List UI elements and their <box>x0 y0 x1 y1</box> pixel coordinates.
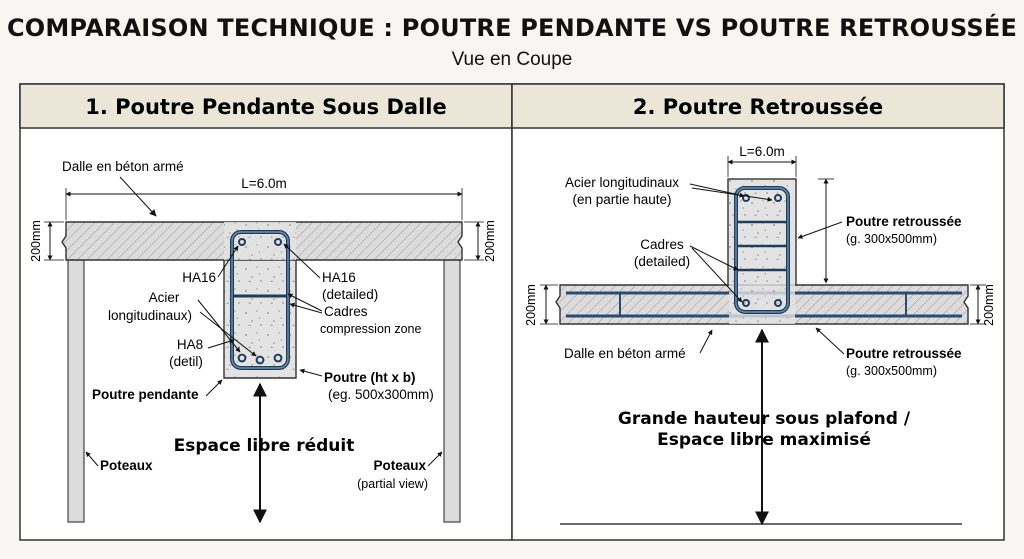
poutre-top-line1: Poutre retroussée <box>846 214 962 229</box>
grande-hauteur-line1: Grande hauteur sous plafond / <box>618 409 911 429</box>
left-column-right <box>443 259 461 523</box>
acier-left-leader-2 <box>199 311 257 357</box>
ha16-left-leader <box>217 245 239 278</box>
right-dimensions: L=6.0m 200mm 200mm <box>524 144 996 326</box>
poutre-bottom-line1: Poutre retroussée <box>846 346 962 361</box>
right-slab-leader <box>699 329 713 354</box>
left-dim-label-right: 200mm <box>483 220 497 262</box>
poteaux-right-leader <box>427 451 443 467</box>
cadres-right-leader-2 <box>691 247 743 303</box>
espace-libre-label: Espace libre réduit <box>174 436 355 456</box>
cadres-right-line1: Cadres <box>640 237 684 252</box>
dropped-beam <box>223 259 297 379</box>
ha16-right-line2: (detailed) <box>322 287 378 302</box>
poutre-dim-line2: (eg. 500x300mm) <box>328 387 434 402</box>
left-dimensions: L=6.0m 200mm 200mm <box>29 176 497 262</box>
ha8-line2: (detil) <box>169 354 203 369</box>
rebar-top-right <box>274 238 282 246</box>
retroussee-rebar-top-left <box>742 194 750 202</box>
left-span-label: L=6.0m <box>241 176 286 191</box>
acier-right-leader-2 <box>691 187 773 202</box>
grande-hauteur-line2: Espace libre maximisé <box>657 430 871 450</box>
left-slab-label: Dalle en béton armé <box>62 159 184 174</box>
retroussee-stirrup-highlight <box>735 187 789 313</box>
left-dim-label-left: 200mm <box>29 220 43 262</box>
page-title: COMPARAISON TECHNIQUE : POUTRE PENDANTE … <box>6 14 1018 42</box>
poutre-pendante-leader <box>205 379 223 397</box>
poutre-top-leader <box>797 221 843 239</box>
compression-zone-label: compression zone <box>320 322 421 336</box>
cadres-right-line2: (detailed) <box>634 254 690 269</box>
poutre-bottom-leader <box>815 327 845 355</box>
poteaux-left-leader <box>85 451 99 467</box>
poutre-top-line2: (g. 300x500mm) <box>846 232 937 246</box>
ha8-line1: HA8 <box>177 337 203 352</box>
right-dim-label-right: 200mm <box>982 284 996 326</box>
right-width-label: L=6.0m <box>739 144 784 159</box>
ha16-right-leader <box>283 243 321 279</box>
rebar-bottom-middle <box>255 355 265 365</box>
poutre-dim-leader <box>299 368 323 377</box>
right-panel-header-bg <box>511 83 1005 129</box>
acier-right-line2: (en partie haute) <box>572 192 671 207</box>
upturned-beam-in-slab <box>729 283 795 324</box>
rebar-bottom-left <box>237 353 247 363</box>
left-annotations: Dalle en béton armé HA16 Acier longitudi… <box>62 159 443 524</box>
poteaux-left-label: Poteaux <box>100 458 153 473</box>
poteaux-right-label: Poteaux <box>373 458 426 473</box>
right-annotations: Acier longitudinaux (en partie haute) Ca… <box>560 175 962 526</box>
cadres-left-leader-2 <box>289 302 323 314</box>
acier-left-line1: Acier <box>149 290 180 305</box>
cadres-right-leader-1 <box>689 245 739 271</box>
ha16-left-label: HA16 <box>182 270 216 285</box>
retroussee-rebar-bottom-right <box>774 299 782 307</box>
left-panel-header: 1. Poutre Pendante Sous Dalle <box>85 95 447 119</box>
page-subtitle: Vue en Coupe <box>451 49 573 70</box>
stirrup-highlight <box>231 231 289 369</box>
rebar-bottom-right <box>273 353 283 363</box>
ha16-right-line1: HA16 <box>322 270 356 285</box>
acier-left-line2: longitudinaux) <box>108 308 192 323</box>
right-panel-header: 2. Poutre Retroussée <box>633 95 883 119</box>
cadres-left-leader-1 <box>287 293 323 312</box>
right-slab-label: Dalle en béton armé <box>564 346 686 361</box>
right-dim-label-left: 200mm <box>524 284 538 326</box>
ha8-leader <box>207 338 235 349</box>
acier-right-line1: Acier longitudinaux <box>565 175 679 190</box>
partial-view-label: (partial view) <box>357 477 428 491</box>
poutre-bottom-line2: (g. 300x500mm) <box>846 364 937 378</box>
right-structure <box>555 178 969 325</box>
left-slab-leader <box>119 176 157 217</box>
retroussee-rebar-bottom-left <box>742 299 750 307</box>
beam-web-in-slab <box>224 222 296 260</box>
cadres-left-label: Cadres <box>324 304 368 319</box>
poutre-pendante-label: Poutre pendante <box>92 387 199 402</box>
retroussee-rebar-top-right <box>774 194 782 202</box>
left-column-left <box>67 259 85 523</box>
left-structure <box>61 221 463 523</box>
poutre-dim-line1: Poutre (ht x b) <box>324 370 416 385</box>
rebar-top-left <box>238 238 246 246</box>
